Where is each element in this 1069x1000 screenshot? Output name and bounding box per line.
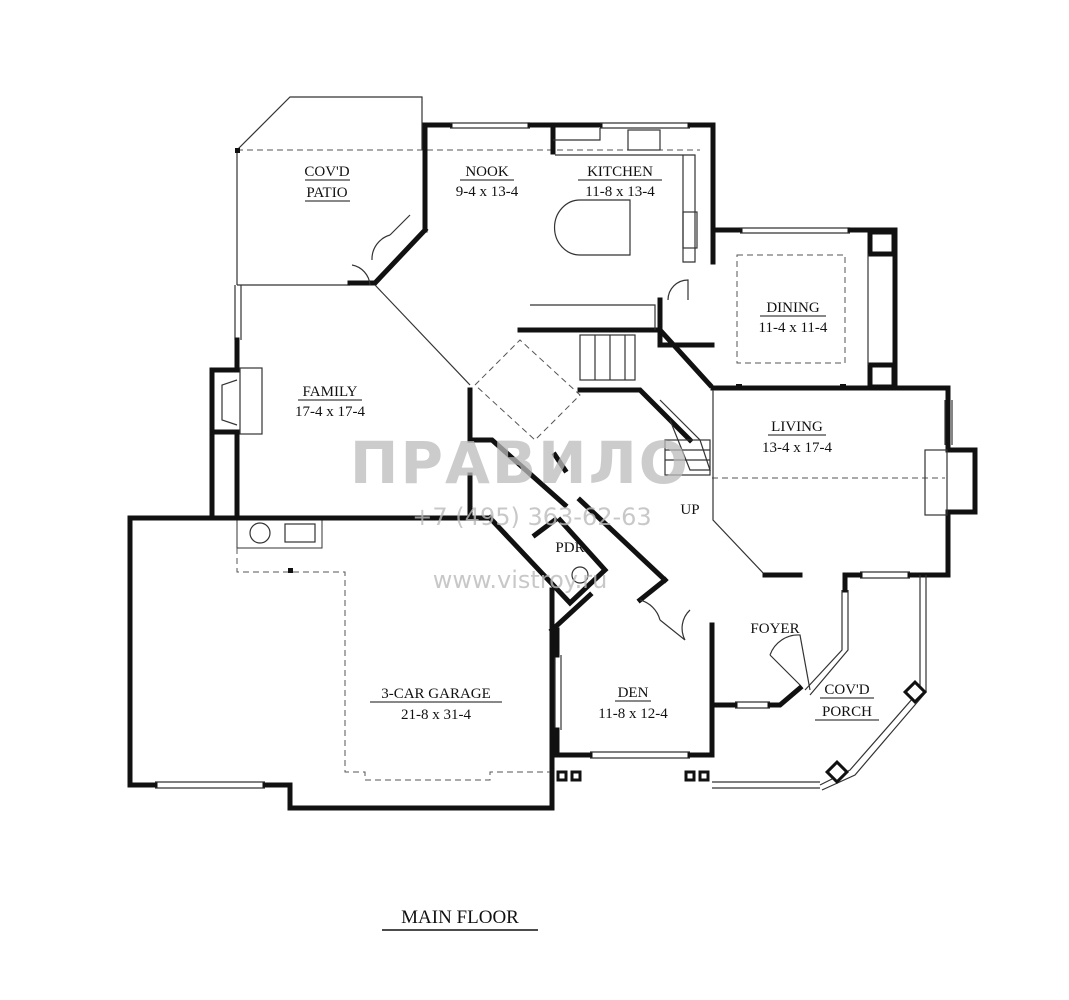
den-walls: [548, 576, 820, 789]
room-label-dining: DINING 11-4 x 11-4: [759, 300, 828, 336]
watermark-phone: +7 (495) 363-62-63: [412, 503, 651, 531]
room-label-den: DEN 11-8 x 12-4: [598, 685, 668, 722]
room-size: 11-8 x 12-4: [598, 706, 668, 722]
room-label-garage: 3-CAR GARAGE 21-8 x 31-4: [370, 686, 502, 723]
covered-patio-outline: [235, 96, 700, 286]
room-label-pdr: PDR: [555, 540, 584, 556]
room-size: 21-8 x 31-4: [401, 707, 471, 723]
living-walls: [710, 384, 978, 593]
plan-title-text: MAIN FLOOR: [401, 907, 519, 928]
nook-kitchen-walls: [347, 122, 716, 386]
powder-room-walls: [486, 496, 669, 607]
room-name: DINING: [766, 300, 819, 316]
garage-walls: [127, 515, 555, 811]
room-size: 11-4 x 11-4: [759, 320, 828, 336]
room-label-kitchen: KITCHEN 11-8 x 13-4: [578, 164, 662, 200]
room-name: FAMILY: [303, 384, 358, 400]
room-size: 9-4 x 13-4: [456, 184, 519, 200]
foyer-porch-walls: [709, 575, 928, 791]
room-label-porch: COV'D PORCH: [815, 682, 879, 721]
stair-up-label: UP: [680, 502, 699, 518]
dining-walls: [657, 227, 898, 391]
plan-title: MAIN FLOOR: [382, 907, 538, 931]
room-name: NOOK: [465, 164, 508, 180]
room-label-nook: NOOK 9-4 x 13-4: [456, 164, 519, 200]
room-name: COV'D: [824, 682, 869, 698]
room-size: 11-8 x 13-4: [585, 184, 655, 200]
room-name: 3-CAR GARAGE: [381, 686, 491, 702]
room-label-family: FAMILY 17-4 x 17-4: [295, 384, 365, 420]
room-name: COV'D: [304, 164, 349, 180]
room-name-2: PATIO: [306, 185, 347, 201]
room-name-2: PORCH: [822, 704, 872, 720]
room-size: 17-4 x 17-4: [295, 404, 365, 420]
watermark-brand: ПРАВИЛО: [350, 429, 690, 497]
watermark-site: www.vistroy.ru: [433, 566, 608, 594]
room-size: 13-4 x 17-4: [762, 440, 832, 456]
room-label-foyer: FOYER: [750, 621, 799, 637]
room-name: LIVING: [771, 419, 823, 435]
room-label-living: LIVING 13-4 x 17-4: [762, 419, 832, 456]
room-label-patio: COV'D PATIO: [304, 164, 350, 202]
room-name: DEN: [618, 685, 649, 701]
room-name: KITCHEN: [587, 164, 653, 180]
